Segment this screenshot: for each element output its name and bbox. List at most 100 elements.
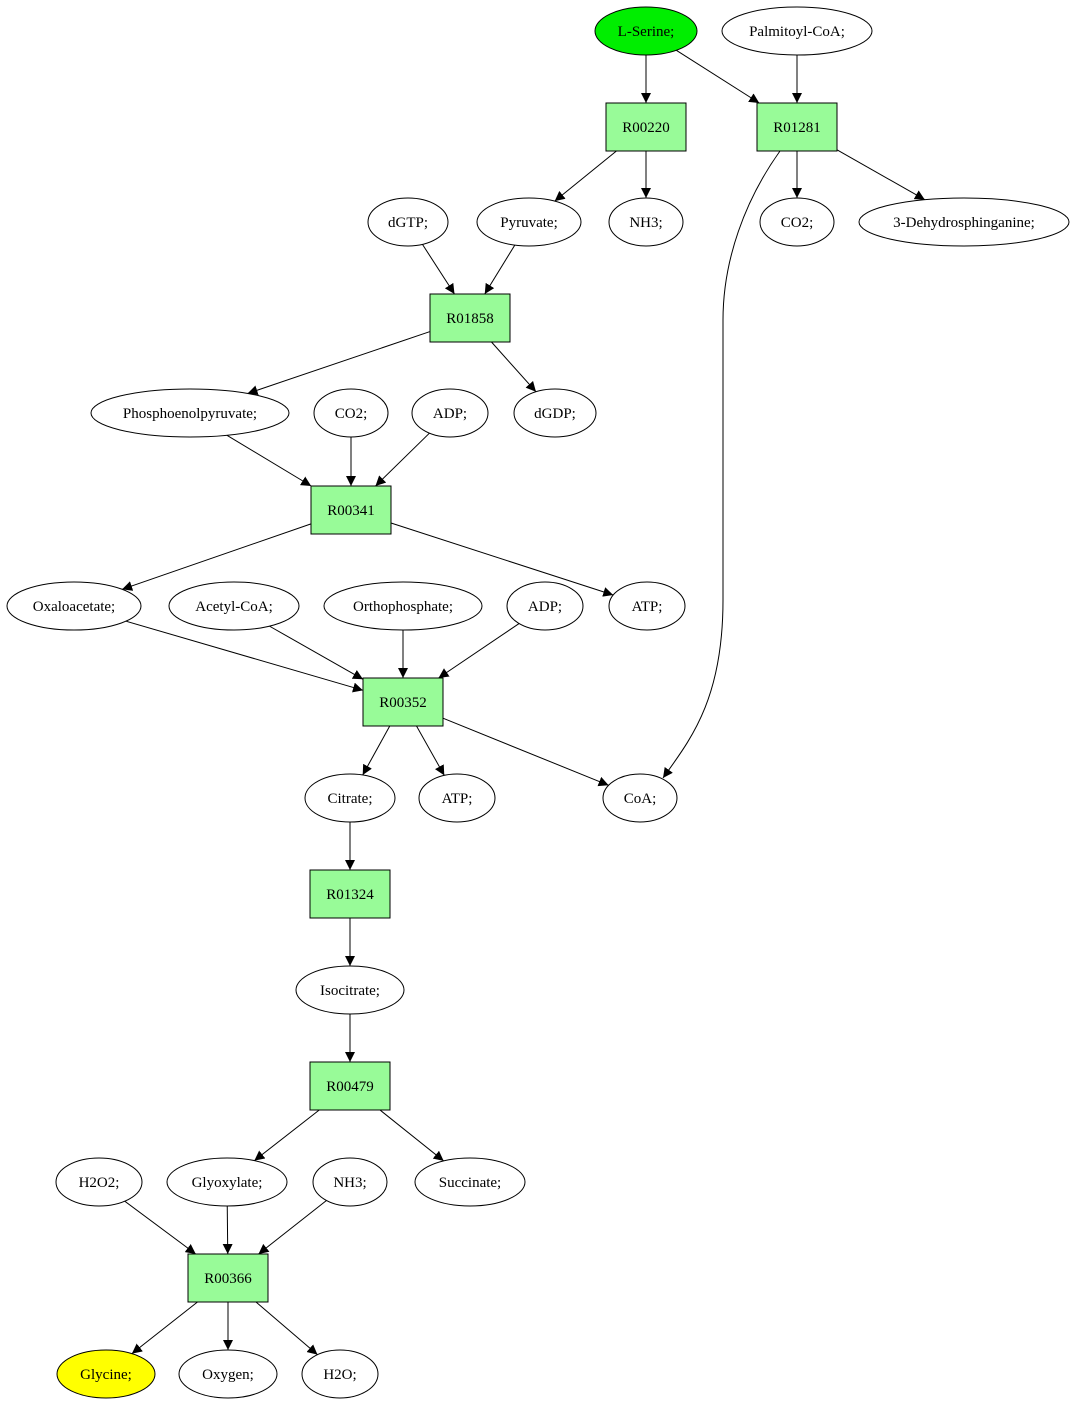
node-shape-r00341 — [310, 485, 392, 535]
compound-node-h2o2[interactable]: H2O2; — [55, 1157, 143, 1207]
node-shape-r00479 — [309, 1061, 391, 1111]
node-shape-palmitoylcoa — [721, 6, 873, 56]
reaction-node-r00341[interactable]: R00341 — [310, 485, 392, 535]
node-shape-r00220 — [605, 102, 687, 152]
node-shape-h2o — [301, 1349, 379, 1399]
node-label-r01324: R01324 — [326, 887, 374, 903]
compound-node-dehydro[interactable]: 3-Dehydrosphinganine; — [858, 197, 1070, 247]
node-label-r00352: R00352 — [379, 695, 427, 711]
node-label-oxaloacetate: Oxaloacetate; — [33, 599, 115, 615]
node-shape-atpb — [418, 773, 496, 823]
reaction-node-r01324[interactable]: R01324 — [309, 869, 391, 919]
edge-oxaloacetate-r00352 — [125, 620, 364, 693]
node-shape-oxaloacetate — [6, 581, 142, 631]
compound-node-succinate[interactable]: Succinate; — [414, 1157, 526, 1207]
node-shape-succinate — [414, 1157, 526, 1207]
edge-r01281-coa — [662, 150, 781, 779]
node-label-oxygen: Oxygen; — [202, 1367, 254, 1383]
compound-node-citrate[interactable]: Citrate; — [304, 773, 396, 823]
nodes-layer: L-Serine; Palmitoyl-CoA; R00220 R01281 dGTP;… — [6, 6, 1070, 1399]
compound-node-pep[interactable]: Phosphoenolpyruvate; — [90, 388, 290, 438]
node-label-isocitrate: Isocitrate; — [320, 983, 380, 999]
node-shape-isocitrate — [295, 965, 405, 1015]
compound-node-glycine[interactable]: Glycine; — [56, 1349, 156, 1399]
reaction-node-r00366[interactable]: R00366 — [187, 1253, 269, 1303]
edge-r00352-atpb — [416, 725, 445, 776]
compound-node-pyruvate[interactable]: Pyruvate; — [476, 197, 582, 247]
edges-layer — [121, 49, 926, 1356]
compound-node-h2o[interactable]: H2O; — [301, 1349, 379, 1399]
node-shape-dehydro — [858, 197, 1070, 247]
node-shape-pep — [90, 388, 290, 438]
edge-r01281-dehydro — [836, 149, 926, 201]
node-label-pyruvate: Pyruvate; — [500, 215, 558, 231]
node-shape-atpa — [608, 581, 686, 631]
compound-node-adpa[interactable]: ADP; — [411, 388, 489, 438]
compound-node-atpa[interactable]: ATP; — [608, 581, 686, 631]
compound-node-nh3b[interactable]: NH3; — [312, 1157, 388, 1207]
compound-node-co2a[interactable]: CO2; — [759, 197, 835, 247]
edge-r00341-atpa — [390, 522, 614, 597]
compound-node-isocitrate[interactable]: Isocitrate; — [295, 965, 405, 1015]
node-label-co2a: CO2; — [781, 215, 814, 231]
edge-acetylcoa-r00352 — [269, 625, 364, 680]
node-shape-co2a — [759, 197, 835, 247]
edge-h2o2-r00366 — [124, 1200, 197, 1255]
edge-lserine-r01281 — [676, 49, 760, 104]
compound-node-nh3a[interactable]: NH3; — [608, 197, 684, 247]
node-shape-co2b — [313, 388, 389, 438]
edge-pyruvate-r01858 — [484, 244, 516, 295]
compound-node-oxaloacetate[interactable]: Oxaloacetate; — [6, 581, 142, 631]
reaction-node-r00220[interactable]: R00220 — [605, 102, 687, 152]
compound-node-adpb[interactable]: ADP; — [506, 581, 584, 631]
compound-node-co2b[interactable]: CO2; — [313, 388, 389, 438]
edge-r00366-glycine — [131, 1301, 198, 1355]
compound-node-atpb[interactable]: ATP; — [418, 773, 496, 823]
reaction-node-r01281[interactable]: R01281 — [756, 102, 838, 152]
edge-pep-r00341 — [226, 434, 312, 487]
edge-r00341-oxaloacetate — [121, 523, 312, 591]
node-shape-lserine — [594, 6, 698, 56]
node-shape-glycine — [56, 1349, 156, 1399]
node-shape-citrate — [304, 773, 396, 823]
reaction-node-r00352[interactable]: R00352 — [362, 677, 444, 727]
reaction-node-r01858[interactable]: R01858 — [429, 293, 511, 343]
node-shape-coa — [602, 773, 678, 823]
node-label-coa: CoA; — [624, 791, 657, 807]
compound-node-coa[interactable]: CoA; — [602, 773, 678, 823]
compound-node-acetylcoa[interactable]: Acetyl-CoA; — [168, 581, 300, 631]
node-label-atpb: ATP; — [442, 791, 473, 807]
node-label-h2o2: H2O2; — [79, 1175, 120, 1191]
node-shape-adpb — [506, 581, 584, 631]
edge-r00352-citrate — [362, 725, 391, 776]
node-shape-dgdp — [513, 388, 597, 438]
node-label-co2b: CO2; — [335, 406, 368, 422]
edge-dgtp-r01858 — [422, 244, 455, 295]
edge-adpb-r00352 — [438, 623, 520, 679]
compound-node-dgdp[interactable]: dGDP; — [513, 388, 597, 438]
edge-r00479-glyoxylate — [254, 1109, 320, 1162]
node-shape-acetylcoa — [168, 581, 300, 631]
node-shape-r01324 — [309, 869, 391, 919]
node-shape-r01858 — [429, 293, 511, 343]
node-shape-oxygen — [178, 1349, 278, 1399]
compound-node-orthophosphate[interactable]: Orthophosphate; — [323, 581, 483, 631]
node-label-citrate: Citrate; — [328, 791, 373, 807]
edge-adpa-r00341 — [375, 432, 430, 487]
node-label-lserine: L-Serine; — [618, 24, 675, 40]
reaction-node-r00479[interactable]: R00479 — [309, 1061, 391, 1111]
node-label-orthophosphate: Orthophosphate; — [353, 599, 453, 615]
node-label-palmitoylcoa: Palmitoyl-CoA; — [749, 24, 845, 40]
node-label-dehydro: 3-Dehydrosphinganine; — [893, 215, 1035, 231]
node-shape-nh3b — [312, 1157, 388, 1207]
node-shape-nh3a — [608, 197, 684, 247]
edge-glyoxylate-r00366 — [222, 1205, 233, 1255]
compound-node-lserine[interactable]: L-Serine; — [594, 6, 698, 56]
compound-node-dgtp[interactable]: dGTP; — [367, 197, 449, 247]
compound-node-glyoxylate[interactable]: Glyoxylate; — [166, 1157, 288, 1207]
node-label-r00479: R00479 — [326, 1079, 374, 1095]
node-label-r00366: R00366 — [204, 1271, 252, 1287]
compound-node-oxygen[interactable]: Oxygen; — [178, 1349, 278, 1399]
compound-node-palmitoylcoa[interactable]: Palmitoyl-CoA; — [721, 6, 873, 56]
node-shape-r01281 — [756, 102, 838, 152]
